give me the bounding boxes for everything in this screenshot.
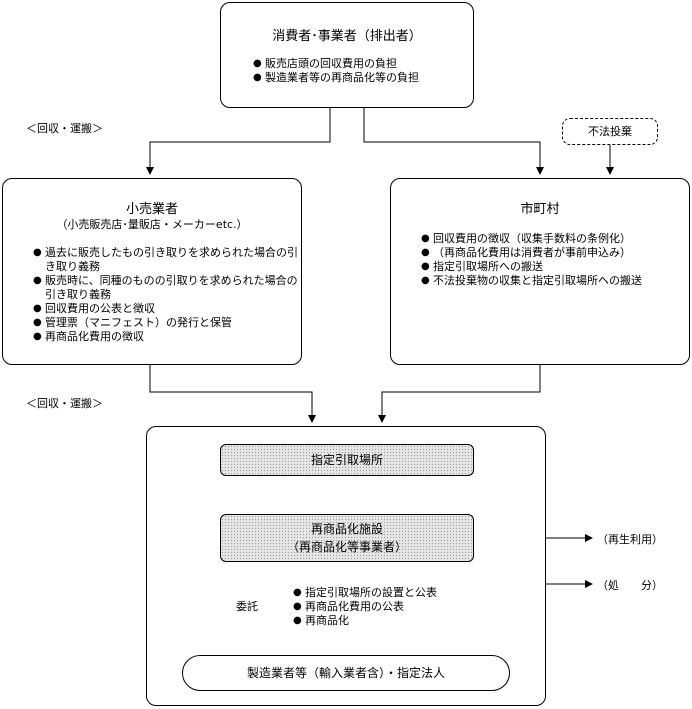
consumer-box: 消費者･事業者（排出者） 販売店頭の回収費用の負担 製造業者等の再商品化等の負担 (220, 2, 474, 108)
arrow-consumer-to-retailer (146, 108, 331, 175)
list-item: 販売店頭の回収費用の負担 (253, 57, 468, 71)
arrow-consumer-to-municipality (363, 108, 544, 175)
municipality-box: 市町村 回収費用の徴収（収集手数料の条例化） （再商品化費用は消費者が事前申込み… (390, 178, 690, 365)
flow-label-collection-bottom: ＜回収・運搬＞ (26, 397, 103, 410)
list-item: （再商品化費用は消費者が事前申込み） (421, 246, 686, 260)
retailer-box: 小売業者 （小売販売店･量販店・メーカーetc.） 過去に販売したもの引き取りを… (2, 178, 302, 365)
list-item: 管理票（マニフェスト）の発行と保管 (33, 316, 298, 330)
retailer-title: 小売業者 (125, 202, 178, 217)
manufacturer-duties: 指定引取場所の設置と公表 再商品化費用の公表 再商品化 (293, 586, 513, 628)
list-item: 指定引取場所の設置と公表 (293, 586, 513, 600)
flow-label-collection-top: ＜回収・運搬＞ (26, 122, 103, 135)
list-item: 指定引取場所への搬送 (421, 260, 686, 274)
list-item: 回収費用の公表と徴収 (33, 302, 298, 316)
consumer-items: 販売店頭の回収費用の負担 製造業者等の再商品化等の負担 (253, 57, 468, 85)
recycling-facility-subtitle: （再商品化等事業者） (286, 540, 407, 554)
illegal-dumping-label: 不法投棄 (588, 125, 632, 138)
list-item: 不法投棄物の収集と指定引取場所への搬送 (421, 274, 686, 288)
arrow-municipality-to-site (378, 365, 541, 423)
list-item: 再商品化 (293, 614, 513, 628)
designated-site-box: 指定引取場所 (220, 444, 474, 476)
illegal-dumping-box: 不法投棄 (562, 118, 658, 145)
arrow-retailer-to-site (149, 365, 316, 423)
recycling-facility-title: 再商品化施設 (310, 522, 383, 536)
municipality-title: 市町村 (520, 202, 560, 217)
manufacturer-label: 製造業者等（輸入業者含）・指定法人 (246, 666, 445, 680)
municipality-items: 回収費用の徴収（収集手数料の条例化） （再商品化費用は消費者が事前申込み） 指定… (421, 232, 686, 288)
output-reuse-label: （再生利用） (597, 533, 663, 546)
retailer-items: 過去に販売したもの引き取りを求められた場合の引き取り義務 販売時に、同種のものの… (33, 246, 298, 344)
list-item: 製造業者等の再商品化等の負担 (253, 71, 468, 85)
output-disposal-label: （処 分） (597, 579, 663, 592)
designated-site-label: 指定引取場所 (310, 453, 383, 467)
retailer-subtitle: （小売販売店･量販店・メーカーetc.） (56, 218, 248, 231)
list-item: 再商品化費用の徴収 (33, 330, 298, 344)
consignment-label: 委託 (236, 600, 258, 613)
manufacturer-box: 製造業者等（輸入業者含）・指定法人 (182, 655, 510, 691)
list-item: 回収費用の徴収（収集手数料の条例化） (421, 232, 686, 246)
list-item: 過去に販売したもの引き取りを求められた場合の引き取り義務 (33, 246, 298, 274)
list-item: 販売時に、同種のものの引取りを求められた場合の引き取り義務 (33, 274, 298, 302)
consumer-title: 消費者･事業者（排出者） (272, 29, 422, 44)
list-item: 再商品化費用の公表 (293, 600, 513, 614)
recycling-facility-box: 再商品化施設 （再商品化等事業者） (220, 514, 474, 562)
